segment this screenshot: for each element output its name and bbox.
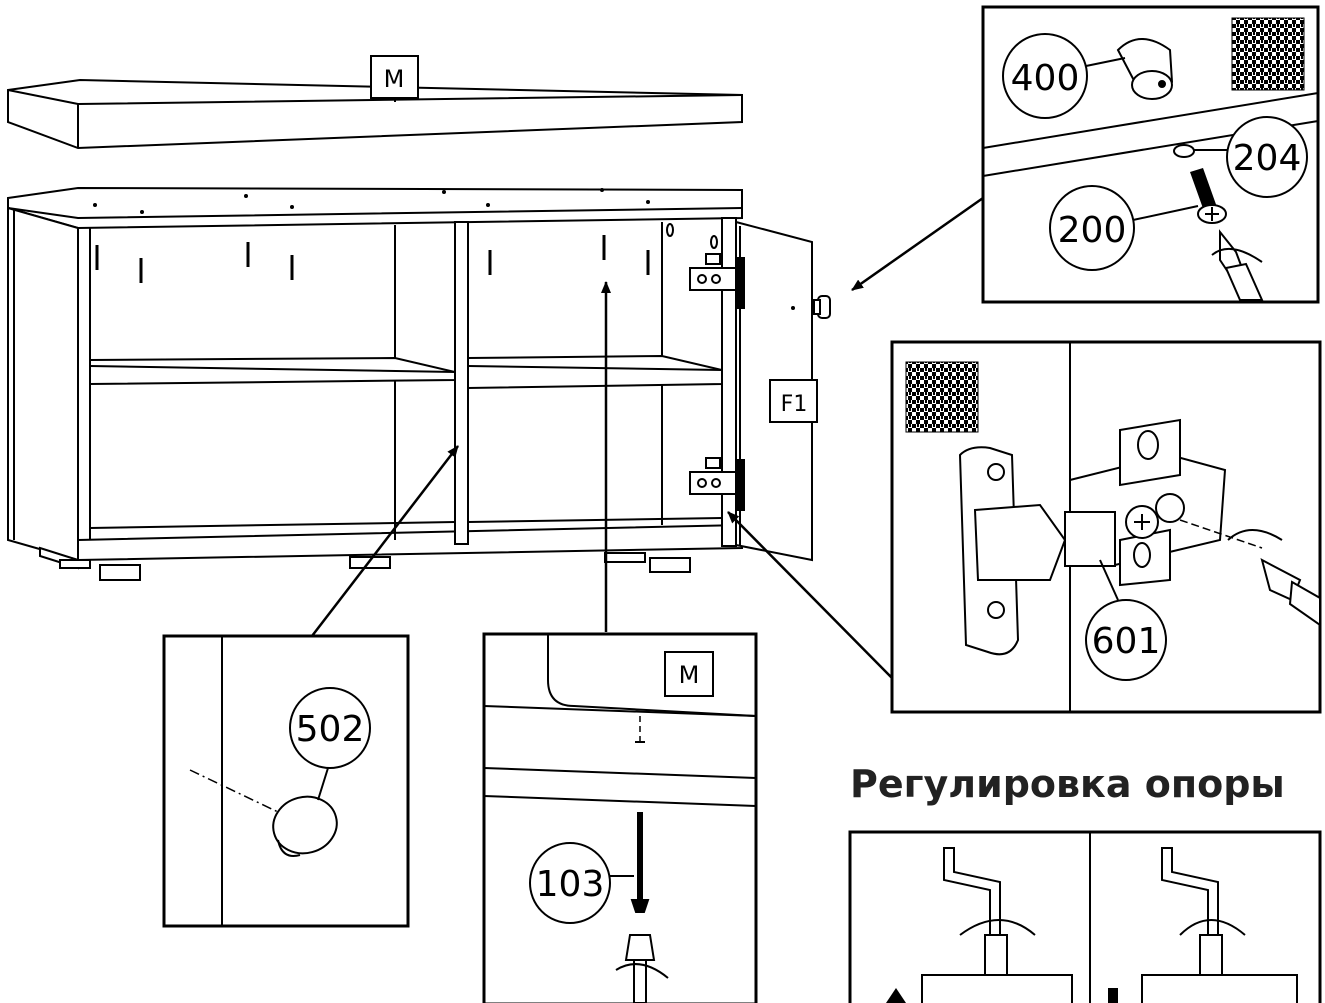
screw-icon [1190, 168, 1227, 224]
svg-text:103: 103 [536, 864, 605, 905]
svg-text:204: 204 [1233, 138, 1302, 179]
detail-top-screw: M 103 [482, 632, 758, 1003]
callout-502: 502 [289, 687, 371, 801]
callout-204: 204 [1194, 116, 1308, 198]
qr-code-icon [905, 361, 979, 433]
top-holes [93, 188, 650, 214]
svg-text:502: 502 [296, 709, 365, 750]
screwdriver-icon [1227, 529, 1321, 627]
cap-icon [1116, 38, 1174, 100]
svg-text:601: 601 [1092, 621, 1161, 662]
door-knob [813, 295, 831, 319]
cover-cap-icon [272, 795, 338, 857]
svg-text:200: 200 [1058, 210, 1127, 251]
rotation-arrow-icon [1179, 919, 1246, 936]
rotation-arrow-icon [1227, 529, 1283, 541]
screwdriver-icon [1211, 229, 1264, 301]
rotation-arrow-icon [1211, 247, 1263, 263]
allen-key-icon [921, 847, 1073, 1003]
callout-200: 200 [1049, 185, 1199, 271]
rotation-arrow-icon [959, 919, 1036, 936]
allen-key-icon [1141, 847, 1298, 1003]
cabinet-body [7, 186, 743, 570]
callout-103: 103 [529, 842, 634, 924]
svg-text:M: M [384, 65, 405, 93]
hinge-plate-icon [958, 446, 1067, 656]
hinge-arm-icon [1064, 418, 1227, 587]
callout-601: 601 [1085, 559, 1167, 681]
hinge-top [689, 253, 745, 309]
feet [59, 552, 691, 581]
door-label: F1 [769, 379, 818, 423]
top-panel [7, 78, 743, 150]
top-panel-label: M [664, 651, 714, 697]
back-screws [95, 235, 650, 283]
hinge-bottom [689, 457, 745, 511]
top-panel-label: M [370, 55, 419, 99]
svg-text:M: M [679, 661, 700, 689]
foot-adjust-heading: Регулировка опоры [850, 762, 1285, 806]
foot-adjust-panel [848, 830, 1322, 1003]
svg-text:F1: F1 [781, 392, 808, 417]
svg-text:400: 400 [1011, 58, 1080, 99]
rotation-arrow-icon [615, 963, 669, 979]
screwdriver-icon [615, 934, 669, 1003]
detail-cap-screw: 400 204 200 [981, 5, 1320, 304]
callout-400: 400 [1002, 33, 1126, 119]
leader-arrows [311, 196, 984, 679]
screw-icon [630, 812, 650, 913]
detail-hinge: 601 [890, 340, 1322, 714]
detail-cover-cap: 502 [162, 634, 410, 928]
qr-code-icon [1231, 17, 1305, 91]
